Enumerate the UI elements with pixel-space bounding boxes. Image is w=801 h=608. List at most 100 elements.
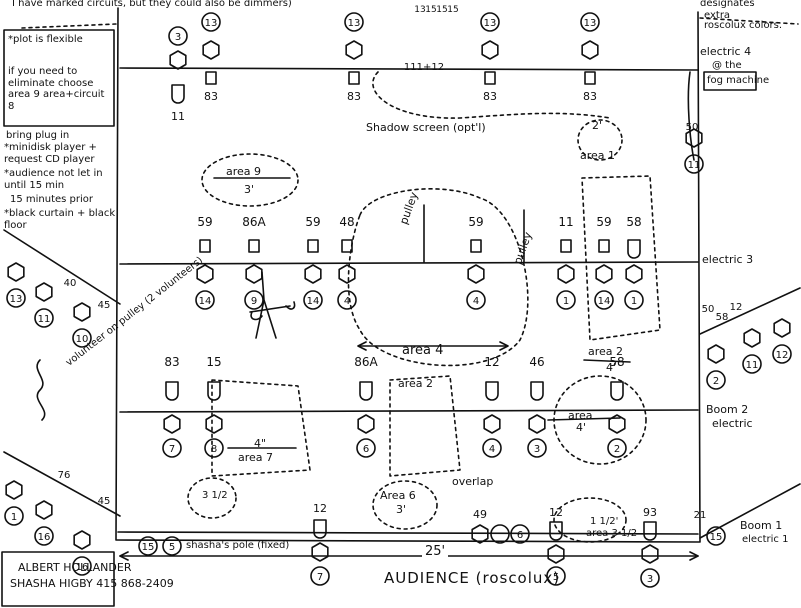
area3half-circle <box>553 497 627 543</box>
gel-color: 83 <box>164 355 179 369</box>
fixture-hex-icon <box>467 264 485 284</box>
area2-size: 4' <box>606 361 617 374</box>
minidisk-note: *minidisk player + request CD player <box>4 142 97 165</box>
area1-size: 2' <box>592 119 603 132</box>
gel-color: 50 <box>702 304 715 315</box>
eliminate-note: if you need to eliminate choose area 9 a… <box>8 66 105 112</box>
gel-color: 48 <box>339 215 354 229</box>
fixture-hex-icon <box>773 318 791 338</box>
gel-color: 12 <box>484 355 499 369</box>
fixture-hex-icon <box>7 262 25 282</box>
lamp-icon <box>549 521 563 541</box>
shadow-screen-label: Shadow screen (opt'l) <box>366 121 486 134</box>
overlap-region <box>389 375 461 477</box>
area-box5: 3 1/2 <box>202 490 228 501</box>
circuit-circle-label: 9 <box>251 296 257 307</box>
fixture-hex-icon <box>685 128 703 148</box>
circuit-circle-icon <box>356 438 376 458</box>
circuit-circle-icon <box>310 566 330 586</box>
fog-line1: @ the <box>712 60 742 71</box>
fixture-hex-icon <box>528 414 546 434</box>
stage-outline <box>21 7 799 543</box>
circuit-circle-label: 1 <box>563 296 569 307</box>
circuit-circle-icon <box>204 438 224 458</box>
shadow-screen-outline <box>372 71 611 119</box>
small-fixture-icon <box>341 239 353 253</box>
circuit-circle-label: 15 <box>142 542 155 553</box>
circuit-number: 11 <box>171 110 185 123</box>
plot-flexible-note: *plot is flexible <box>8 34 83 45</box>
gel-color: 59 <box>596 215 611 229</box>
note-box <box>3 29 115 127</box>
bring-plugin-note: bring plug in <box>6 130 70 141</box>
stack-color: 15 <box>436 5 447 15</box>
audience-entry-note-2: 15 minutes prior <box>10 194 94 205</box>
circuit-number: 83 <box>347 90 361 103</box>
fixture-hex-icon <box>338 264 356 284</box>
circuit-circle-label: 13 <box>584 18 597 29</box>
pulley-lines <box>423 204 525 263</box>
gel-color: 59 <box>468 215 483 229</box>
audience-label: AUDIENCE (roscolux) <box>384 569 561 587</box>
fixture-hex-icon <box>169 50 187 70</box>
circuit-circle-label: 16 <box>38 532 51 543</box>
gel-color: 86A <box>242 215 266 229</box>
lamp-icon <box>627 239 641 259</box>
rope-icon <box>36 359 46 421</box>
gel-color: 21 <box>694 510 707 521</box>
area1-circle <box>577 119 623 161</box>
circuit-circle-icon <box>195 290 215 310</box>
area3half-size: 1 1/2' <box>590 516 619 527</box>
lamp-icon <box>485 381 499 401</box>
fixture-hex-icon <box>557 264 575 284</box>
fixture-hex-icon <box>483 414 501 434</box>
stack-color: 13 <box>414 5 425 15</box>
gel-color: 76 <box>58 470 71 481</box>
fog-connector <box>687 71 695 161</box>
fixture-hex-icon <box>641 544 659 564</box>
circuit-circle-label: 11 <box>38 314 51 325</box>
gel-color: 45 <box>98 300 111 311</box>
lamp-icon <box>643 521 657 541</box>
small-fixture-icon <box>560 239 572 253</box>
circuit-circle-icon <box>34 308 54 328</box>
circuit-circle-label: 2 <box>614 444 620 455</box>
small-fixture-icon <box>470 239 482 253</box>
circuit-circle-label: 6 <box>363 444 369 455</box>
area9-circle <box>201 153 299 207</box>
circuit-circle-icon <box>201 12 221 32</box>
area7-region <box>211 379 311 477</box>
figure-icon <box>249 271 296 339</box>
circuit-circle-icon <box>556 290 576 310</box>
circuit-circle-label: 5 <box>553 572 559 583</box>
circuit-circle-icon <box>640 568 660 588</box>
small-fixture-icon <box>199 239 211 253</box>
circuit-circle-icon <box>162 438 182 458</box>
lamp-icon <box>530 381 544 401</box>
circuit-circle-label: 2 <box>713 376 719 387</box>
fixture-hex-icon <box>311 542 329 562</box>
fixture-hex-icon <box>743 328 761 348</box>
area4-region <box>347 188 529 367</box>
fixture-hex-icon <box>625 264 643 284</box>
small-fixture-icon <box>348 71 360 85</box>
credit-line-1: ALBERT HOLLANDER <box>18 561 132 574</box>
circuit-circle-label: 4 <box>344 296 350 307</box>
circuit-circle-icon <box>546 566 566 586</box>
gel-color: 11 <box>558 215 573 229</box>
circuit-circle-icon <box>303 290 323 310</box>
circuit-circle-label: 12 <box>776 350 789 361</box>
gel-color: 12 <box>313 502 327 515</box>
area-hash2-label: area 2 <box>398 377 434 390</box>
gel-color: 12 <box>549 506 563 519</box>
fixture-hex-icon <box>35 500 53 520</box>
circuit-circle-icon <box>742 354 762 374</box>
electric3-label: electric 3 <box>702 253 754 266</box>
fixture-hex-icon <box>245 264 263 284</box>
circuit-circle-icon <box>34 526 54 546</box>
circuit-circle-label: 3 <box>175 32 181 43</box>
area7-label: area 7 <box>238 451 274 464</box>
boom1-label: Boom 1 <box>740 519 783 532</box>
